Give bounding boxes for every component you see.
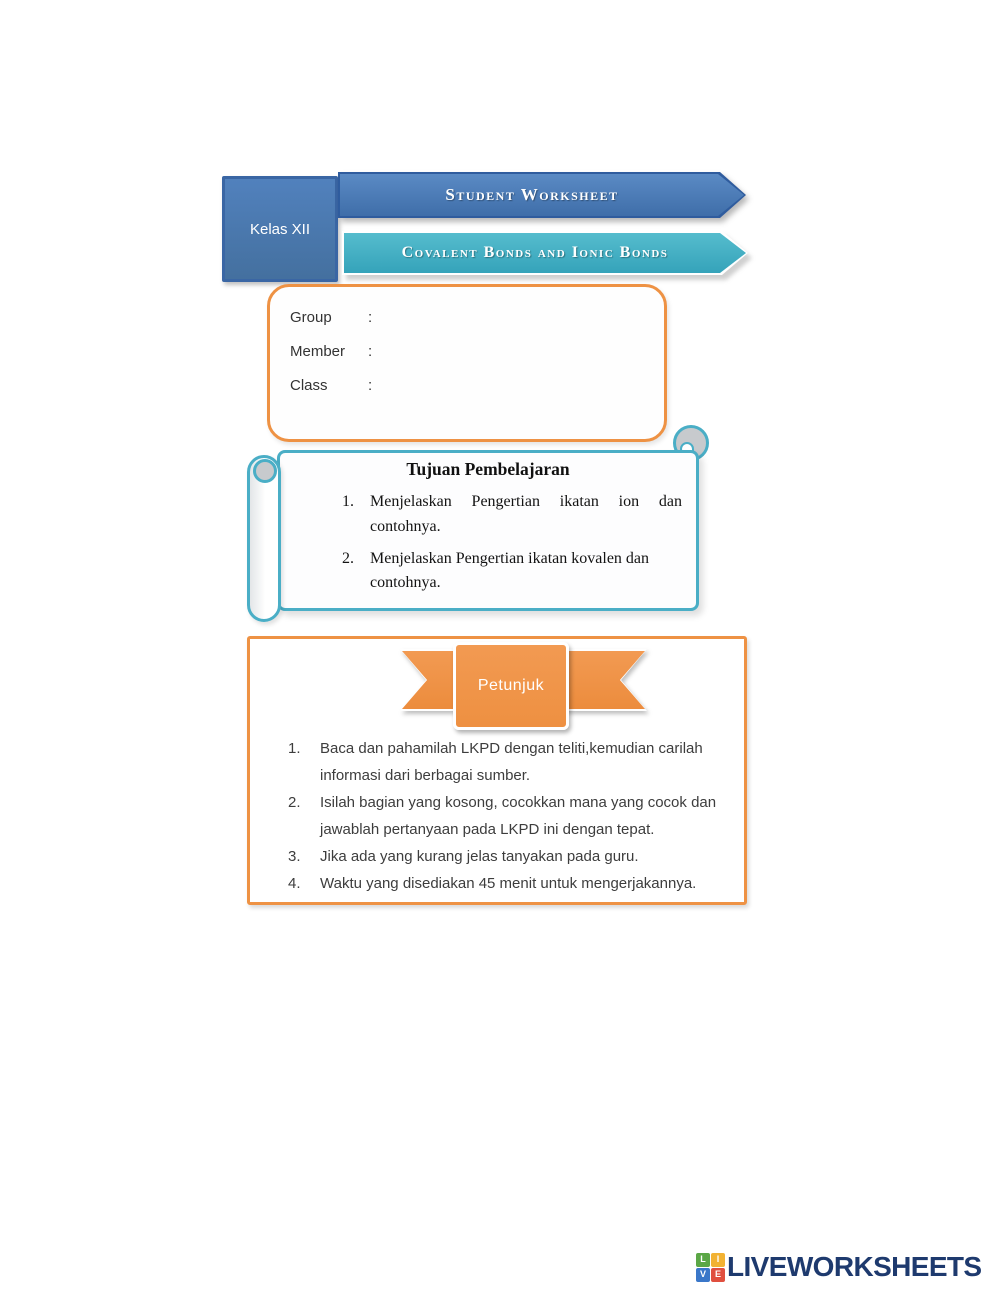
instruction-number: 3. bbox=[288, 848, 301, 865]
member-colon: : bbox=[368, 343, 373, 360]
objective-item: 1. Menjelaskan Pengertian ikatan ion dan… bbox=[342, 490, 696, 540]
group-label: Group bbox=[290, 309, 332, 326]
class-level-box: Kelas XII bbox=[222, 176, 338, 282]
class-field-row: Class : bbox=[290, 377, 664, 394]
group-colon: : bbox=[368, 309, 373, 326]
title-banner: Student Worksheet bbox=[338, 172, 746, 218]
objectives-scroll: Tujuan Pembelajaran 1. Menjelaskan Penge… bbox=[247, 425, 710, 625]
logo-tile-v: V bbox=[696, 1267, 710, 1282]
logo-tile-l: L bbox=[696, 1252, 710, 1267]
instruction-text: Jika ada yang kurang jelas tanyakan pada… bbox=[320, 848, 639, 865]
title-banner-shape: Student Worksheet bbox=[338, 172, 746, 218]
instruction-text: Baca dan pahamilah LKPD dengan teliti,ke… bbox=[320, 740, 703, 784]
instruction-item: 4. Waktu yang disediakan 45 menit untuk … bbox=[288, 870, 744, 897]
instructions-ribbon: Petunjuk bbox=[250, 639, 744, 734]
instruction-number: 4. bbox=[288, 875, 301, 892]
group-field-row: Group : bbox=[290, 309, 664, 326]
instruction-text: Isilah bagian yang kosong, cocokkan mana… bbox=[320, 794, 717, 838]
objective-text: Menjelaskan Pengertian ikatan ion dan co… bbox=[370, 493, 682, 535]
objectives-title: Tujuan Pembelajaran bbox=[406, 459, 570, 479]
member-value bbox=[388, 343, 664, 360]
instructions-list: 1. Baca dan pahamilah LKPD dengan teliti… bbox=[288, 735, 744, 897]
instruction-number: 2. bbox=[288, 794, 301, 811]
objective-number: 1. bbox=[342, 493, 354, 510]
liveworksheets-logo[interactable]: L I V E LIVEWORKSHEETS bbox=[696, 1251, 982, 1283]
liveworksheets-grid-icon: L I V E bbox=[696, 1252, 725, 1282]
subtitle-banner-label: Covalent Bonds and Ionic Bonds bbox=[401, 244, 669, 261]
class-value bbox=[388, 377, 664, 394]
class-label: Class bbox=[290, 377, 328, 394]
objective-text: Menjelaskan Pengertian ikatan kovalen da… bbox=[370, 549, 650, 592]
title-banner-label: Student Worksheet bbox=[445, 185, 619, 204]
logo-tile-e: E bbox=[711, 1267, 725, 1282]
objectives-list: 1. Menjelaskan Pengertian ikatan ion dan… bbox=[342, 490, 696, 596]
class-level-label: Kelas XII bbox=[249, 220, 311, 238]
member-label: Member bbox=[290, 343, 346, 360]
instruction-item: 1. Baca dan pahamilah LKPD dengan teliti… bbox=[288, 735, 744, 789]
instruction-item: 3. Jika ada yang kurang jelas tanyakan p… bbox=[288, 843, 744, 870]
scroll-roll-icon bbox=[247, 455, 281, 622]
instruction-number: 1. bbox=[288, 740, 301, 757]
identity-box: Group : Member : Class : bbox=[267, 284, 667, 442]
logo-tile-i: I bbox=[711, 1252, 725, 1267]
subtitle-banner: Covalent Bonds and Ionic Bonds bbox=[342, 231, 748, 275]
subtitle-banner-shape: Covalent Bonds and Ionic Bonds bbox=[342, 231, 748, 275]
instruction-text: Waktu yang disediakan 45 menit untuk men… bbox=[320, 875, 697, 892]
group-value bbox=[388, 309, 664, 326]
instructions-title-badge: Petunjuk bbox=[453, 642, 569, 730]
instructions-box: Petunjuk 1. Baca dan pahamilah LKPD deng… bbox=[247, 636, 747, 905]
objective-number: 2. bbox=[342, 549, 354, 567]
instruction-item: 2. Isilah bagian yang kosong, cocokkan m… bbox=[288, 789, 744, 843]
class-colon: : bbox=[368, 377, 373, 394]
liveworksheets-wordmark: LIVEWORKSHEETS bbox=[727, 1251, 982, 1282]
instructions-title: Petunjuk bbox=[477, 677, 545, 694]
member-field-row: Member : bbox=[290, 343, 664, 360]
objectives-panel: Tujuan Pembelajaran 1. Menjelaskan Penge… bbox=[277, 450, 699, 611]
objective-item: 2. Menjelaskan Pengertian ikatan kovalen… bbox=[342, 547, 696, 597]
